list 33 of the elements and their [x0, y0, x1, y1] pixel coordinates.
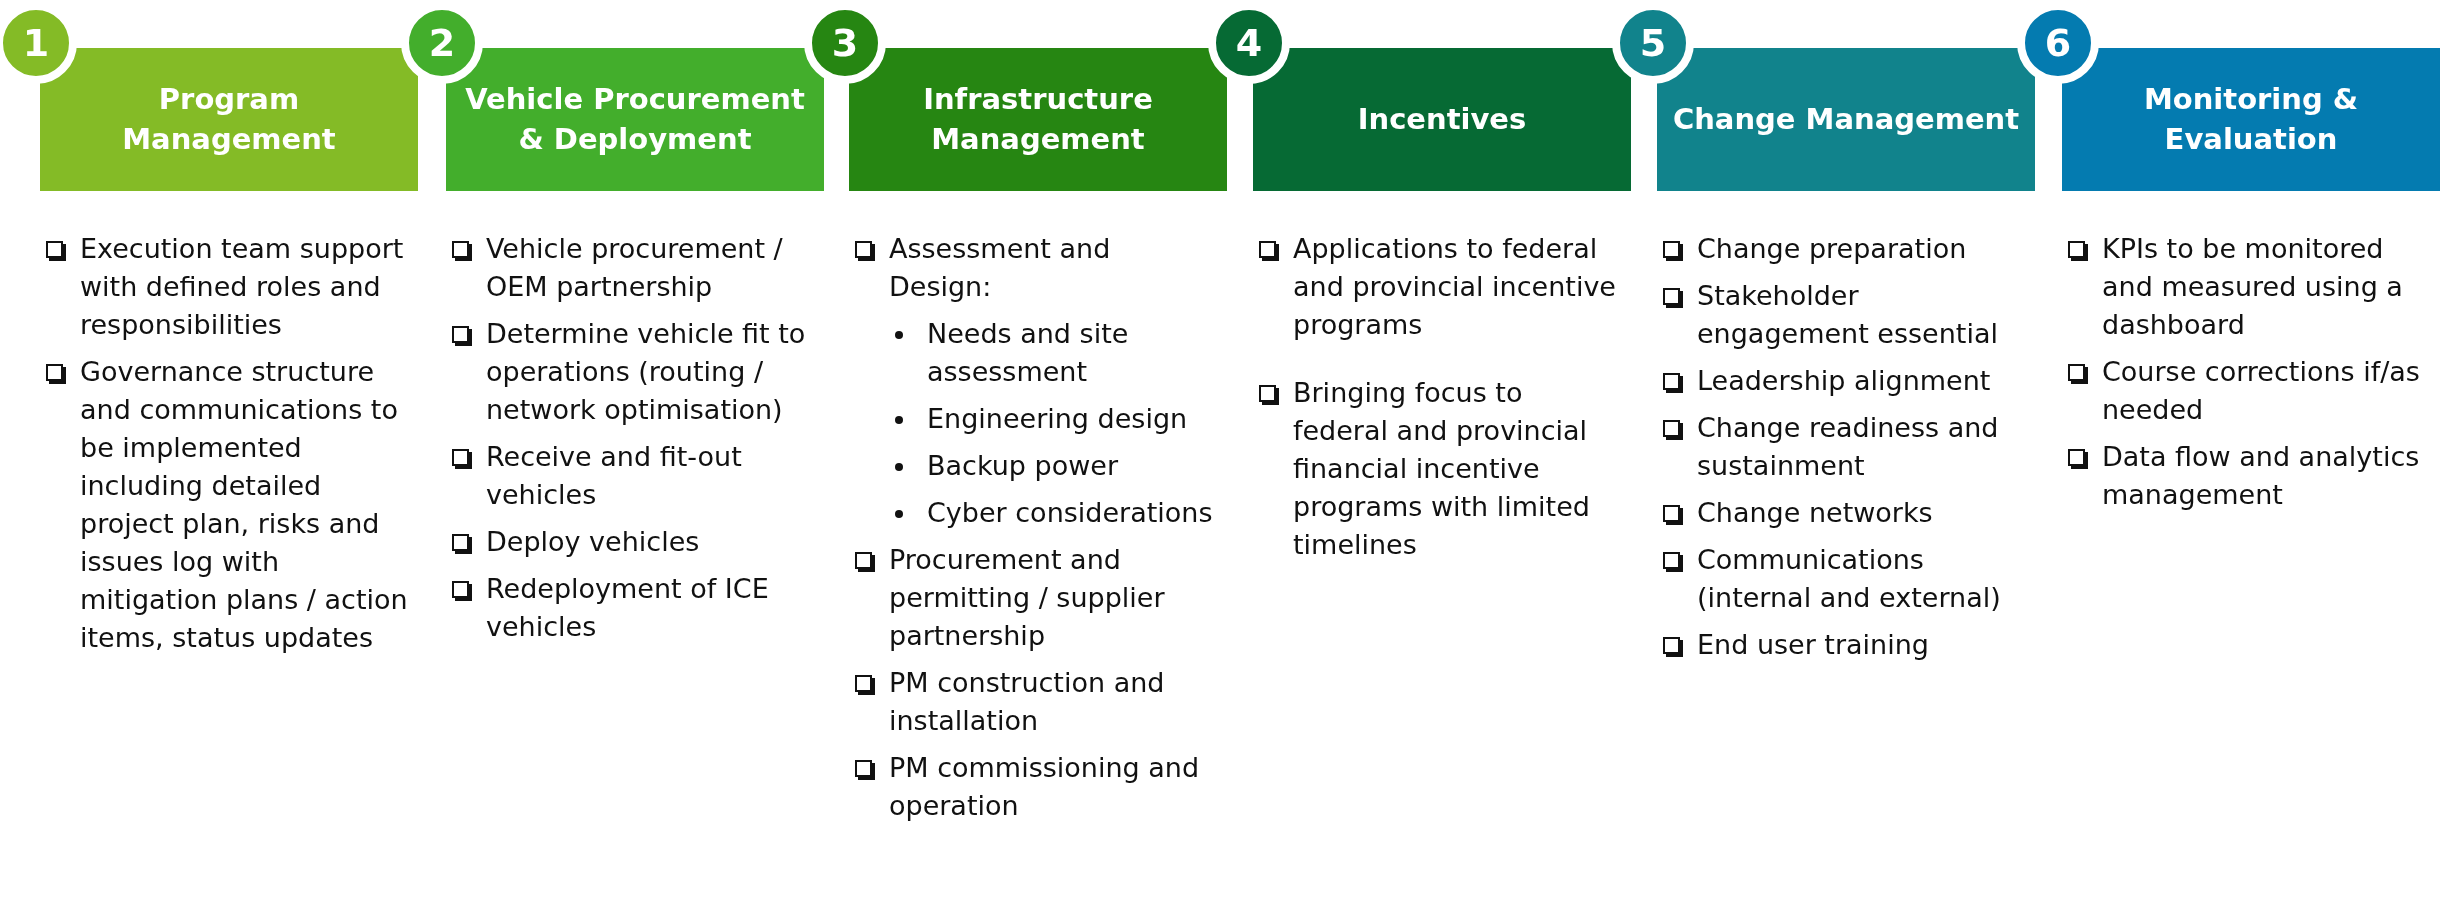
- list-item-text: Deploy vehicles: [486, 525, 701, 559]
- list-item-text: Communications (internal and external): [1697, 543, 2002, 615]
- list-item-text: Vehicle procurement / OEM partnership: [486, 232, 784, 304]
- list-item-text: Bringing focus to federal and provincial financial incentive programs with limited timelines: [1293, 376, 1591, 562]
- list-item-text: Redeployment of ICE vehicles: [486, 572, 770, 644]
- list-item-text: Data flow and analytics management: [2102, 440, 2421, 512]
- list-item-text: Course corrections if/as needed: [2102, 355, 2421, 427]
- step-title: Vehicle Procurement & Deployment: [464, 81, 806, 158]
- list-item-text: Procurement and permitting / supplier partnership: [889, 543, 1166, 653]
- list-item-text: Backup power: [927, 449, 1119, 483]
- list-item-text: Leadership alignment: [1697, 364, 1992, 398]
- list-item-text: Change networks: [1697, 496, 1934, 530]
- list-item-text: Change readiness and sustainment: [1697, 411, 2000, 483]
- list-item-text: PM commissioning and operation: [889, 751, 1201, 823]
- list-item-text: Change preparation: [1697, 232, 1968, 266]
- step-title: Monitoring & Evaluation: [2142, 81, 2360, 158]
- list-item-text: Cyber considerations: [927, 496, 1214, 530]
- step-title: Infrastructure Management: [922, 81, 1154, 158]
- list-item-text: Execution team support with defined roles and responsibilities: [80, 232, 405, 342]
- list-item-text: End user training: [1697, 628, 1930, 662]
- list-item-text: Governance structure and communications to be implemented including detailed project plan, risks and issues log with mitigation plans / action items, status updates: [80, 355, 409, 655]
- list-item-text: PM construction and installation: [889, 666, 1166, 738]
- step-title: Change Management: [1671, 100, 2021, 138]
- step-title: Incentives: [1356, 100, 1528, 138]
- step-title: Program Management: [121, 81, 337, 158]
- list-item-text: Receive and fit-out vehicles: [486, 440, 743, 512]
- list-item-text: Determine vehicle fit to operations (routing / network optimisation): [486, 317, 807, 427]
- list-item-text: Stakeholder engagement essential: [1697, 279, 1999, 351]
- list-item-text: KPIs to be monitored and measured using a dashboard: [2102, 232, 2404, 342]
- list-item-text: Assessment and Design:: [889, 232, 1112, 304]
- list-item-text: Applications to federal and provincial incentive programs: [1293, 232, 1617, 342]
- list-item-text: Engineering design: [927, 402, 1189, 436]
- list-item-text: Needs and site assessment: [927, 317, 1130, 389]
